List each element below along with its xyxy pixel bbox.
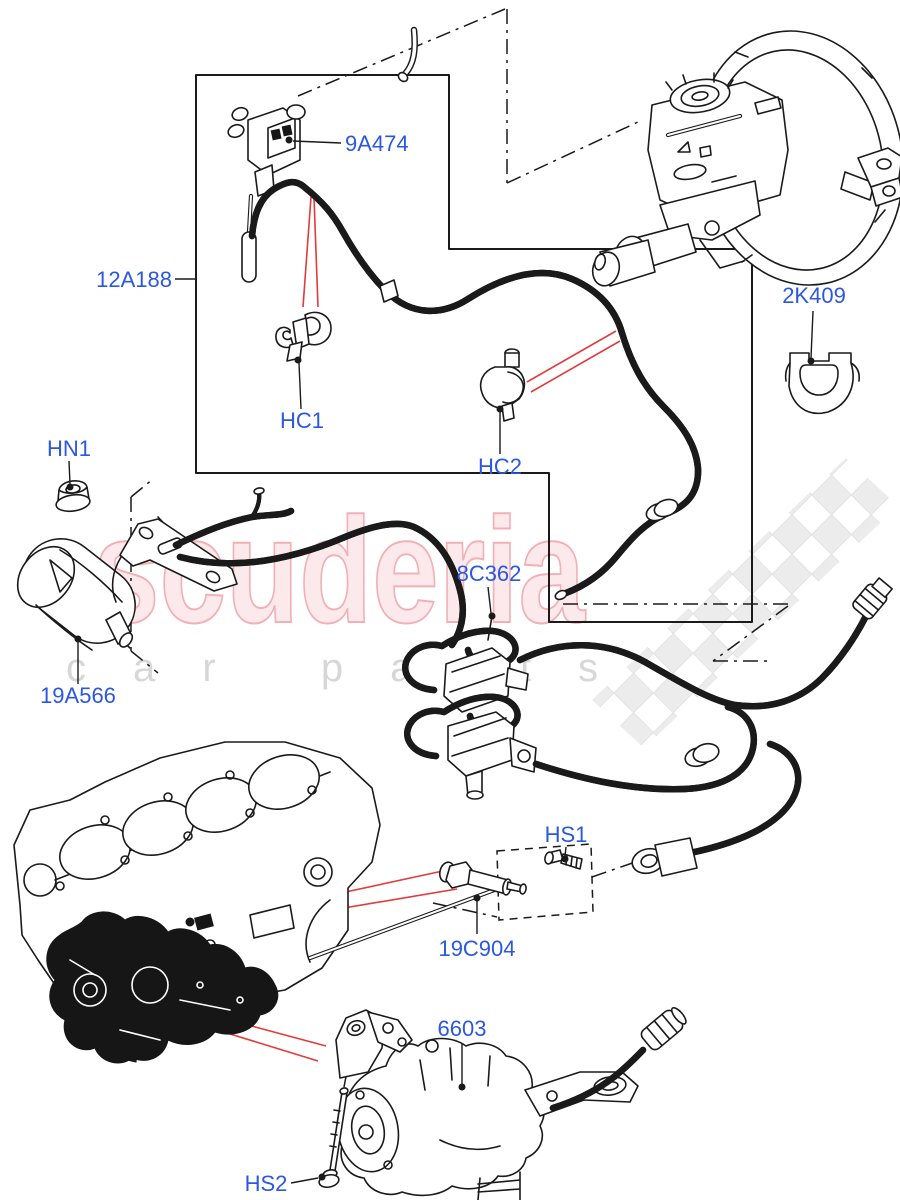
part-label-12a188[interactable]: 12A188 xyxy=(96,267,172,292)
harness-branch-illustration xyxy=(157,487,463,649)
part-label-hc2[interactable]: HC2 xyxy=(478,454,522,479)
vacuum-tube-12a188-illustration xyxy=(248,182,698,601)
part-label-2k409[interactable]: 2K409 xyxy=(782,283,846,308)
part-label-hn1[interactable]: HN1 xyxy=(47,436,91,461)
brake-booster-illustration xyxy=(591,30,900,287)
part-labels: 9A474 12A188 2K409 HC1 HC2 HN1 19A566 8C… xyxy=(40,131,846,1196)
pump-sensor-connector xyxy=(640,1006,687,1051)
j-tube-illustration xyxy=(397,26,418,83)
valve-9a474-illustration xyxy=(227,104,306,283)
nut-hn1-illustration xyxy=(55,480,91,513)
elbow-fitting-illustration xyxy=(631,740,798,877)
part-label-6603[interactable]: 6603 xyxy=(438,1016,487,1041)
part-label-8c362[interactable]: 8C362 xyxy=(457,561,522,586)
solenoid-cluster-8c362-illustration xyxy=(405,577,893,800)
vacuum-pump-6603-illustration xyxy=(335,1006,687,1200)
fitting-19c904-illustration xyxy=(438,861,527,896)
illustrations xyxy=(13,26,900,1200)
part-label-hc1[interactable]: HC1 xyxy=(280,408,324,433)
part-label-hs2[interactable]: HS2 xyxy=(245,1171,288,1196)
part-label-19a566[interactable]: 19A566 xyxy=(40,683,116,708)
engine-block-illustration xyxy=(13,741,500,1064)
clip-2k409-illustration xyxy=(784,352,861,415)
assembly-boundary-box xyxy=(195,74,753,623)
reference-lines xyxy=(107,8,790,1088)
clip-hc1-illustration xyxy=(275,311,332,362)
part-label-hs1[interactable]: HS1 xyxy=(545,822,588,847)
label-leaders xyxy=(66,136,815,1184)
part-label-9a474[interactable]: 9A474 xyxy=(345,131,409,156)
part-label-19c904[interactable]: 19C904 xyxy=(438,936,515,961)
harness-connector xyxy=(852,577,893,620)
clip-hc2-illustration xyxy=(479,348,526,422)
